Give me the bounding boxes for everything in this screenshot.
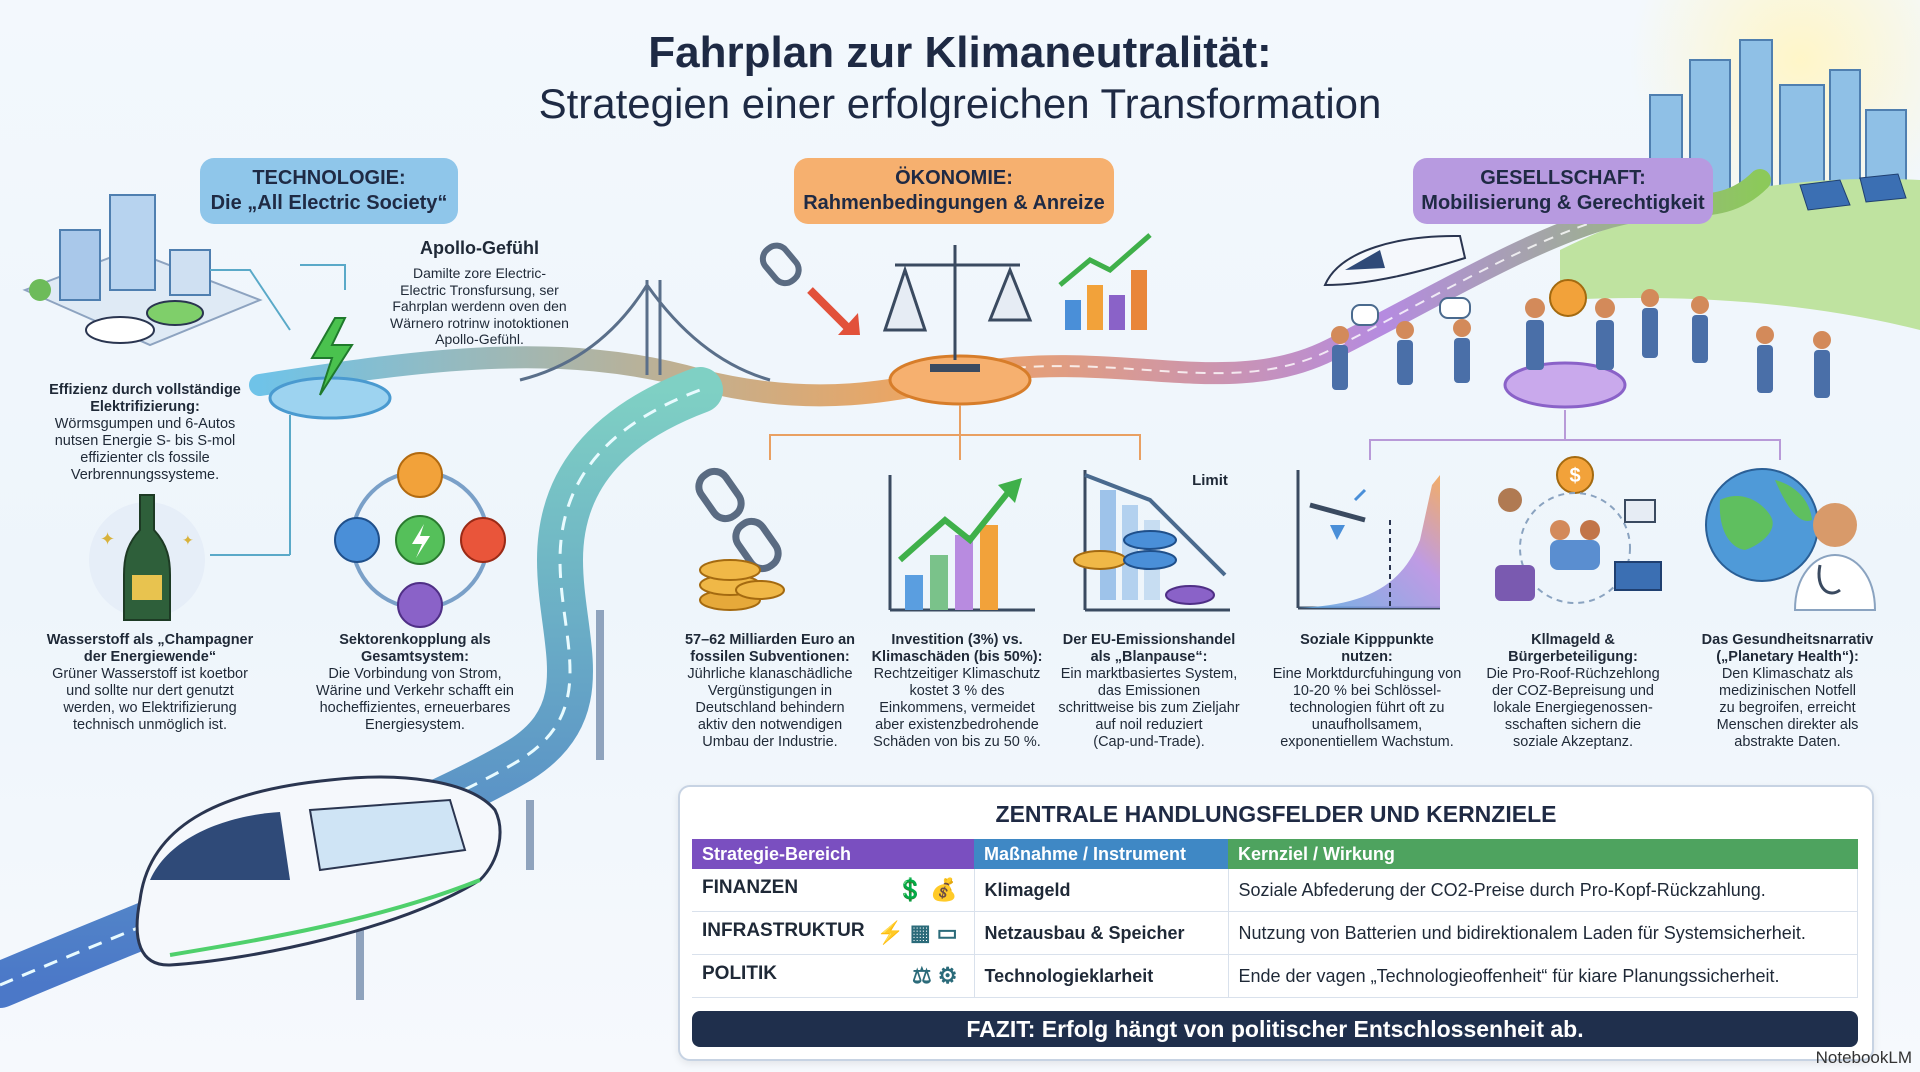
brand-watermark: NotebookLM: [1815, 1048, 1912, 1067]
row-measure-cell: Technologieklarheit: [974, 954, 1229, 998]
apollo-callout: Apollo-Gefühl Damilte zore Electric-Elec…: [372, 238, 587, 348]
subsidy-coins-icon: [695, 467, 785, 611]
col-measure: Maßnahme / Instrument: [974, 839, 1228, 869]
grid-battery-icon: ⚡▦▭: [876, 920, 964, 945]
bridge-icon: [519, 280, 771, 382]
eu-coins-icon: [1073, 470, 1230, 612]
page-subtitle: Strategien einer erfolgreichen Transform…: [538, 80, 1382, 127]
page-title: Fahrplan zur Klimaneutralität:: [648, 28, 1272, 77]
champagne-bottle-icon: ✦ ✦: [89, 494, 205, 621]
summary-table-heading: ZENTRALE HANDLUNGSFELDER UND KERNZIELE: [995, 801, 1557, 827]
row-measure-cell: Klimageld: [974, 869, 1229, 912]
table-row: INFRASTRUKTUR⚡▦▭ Netzausbau & Speicher N…: [692, 911, 1858, 955]
broken-chain-icon: [759, 242, 860, 335]
table-row: FINANZEN💲💰 Klimageld Soziale Abfederung …: [692, 869, 1858, 912]
train-icon: [135, 775, 502, 967]
tech-hub: [268, 376, 392, 420]
row-goal-cell: Nutzung von Batterien und bidirektionale…: [1228, 911, 1858, 955]
apollo-heading: Apollo-Gefühl: [420, 238, 539, 258]
economy-connectors: [769, 405, 1141, 460]
society-health-narrative-text: Das Gesundheitsnarrativ(„Planetary Healt…: [1701, 632, 1874, 750]
upper-train-icon: [1323, 234, 1467, 287]
money-icon: 💲💰: [896, 877, 964, 902]
pillar-economy: ÖKONOMIE:Rahmenbedingungen & Anreize: [794, 158, 1114, 224]
row-area-cell: POLITIK⚖⚙: [692, 954, 975, 998]
scale-icon: [882, 245, 1033, 372]
lightning-icon: [310, 317, 354, 396]
limit-label: Limit: [1192, 472, 1228, 489]
summary-table: Strategie-Bereich Maßnahme / Instrument …: [692, 839, 1858, 998]
society-connectors: [1369, 410, 1781, 460]
tipping-point-chart-icon: [1296, 470, 1440, 610]
tech-connectors: [210, 264, 346, 556]
people-group-icon: [1331, 279, 1831, 398]
electric-city-icon: [22, 194, 263, 347]
sector-coupling-icon: [334, 452, 506, 628]
gavel-gear-icon: ⚖⚙: [912, 963, 964, 988]
pillar-technology: TECHNOLOGIE:Die „All Electric Society“: [200, 158, 458, 224]
globe-doctor-icon: [1705, 468, 1877, 611]
row-area-cell: INFRASTRUKTUR⚡▦▭: [692, 911, 975, 955]
svg-text:✦: ✦: [100, 529, 115, 549]
row-goal-cell: Soziale Abfederung der CO2-Preise durch …: [1228, 869, 1858, 912]
apollo-text: Damilte zore Electric-Electric Tronsfurs…: [390, 265, 569, 347]
rising-chart-icon: [888, 475, 1035, 612]
climate-dividend-icon: $: [1495, 456, 1662, 604]
row-measure-cell: Netzausbau & Speicher: [974, 911, 1229, 955]
svg-text:✦: ✦: [182, 532, 194, 548]
society-climate-dividend-text: Kllmageld &Bürgerbeteiligung: Die Pro-Ro…: [1486, 632, 1660, 750]
table-row: POLITIK⚖⚙ Technologieklarheit Ende der v…: [692, 954, 1858, 998]
economy-hub: [888, 354, 1032, 406]
bar-chart-icon: [1058, 233, 1152, 330]
svg-text:$: $: [1569, 465, 1580, 487]
society-hub: [1503, 361, 1627, 409]
summary-table-card: ZENTRALE HANDLUNGSFELDER UND KERNZIELE S…: [678, 785, 1874, 1061]
conclusion-banner: FAZIT: Erfolg hängt von politischer Ents…: [692, 1011, 1858, 1047]
col-goal: Kernziel / Wirkung: [1228, 839, 1858, 869]
pillar-society: GESELLSCHAFT:Mobilisierung & Gerechtigke…: [1413, 158, 1713, 224]
solar-panel-icon: [1799, 173, 1907, 211]
row-area-cell: FINANZEN💲💰: [692, 869, 975, 912]
row-goal-cell: Ende der vagen „Technologieoffenheit“ fü…: [1228, 954, 1858, 998]
economy-investment-text: Investition (3%) vs.Klimaschäden (bis 50…: [871, 632, 1043, 750]
col-strategy-area: Strategie-Bereich: [692, 839, 974, 869]
